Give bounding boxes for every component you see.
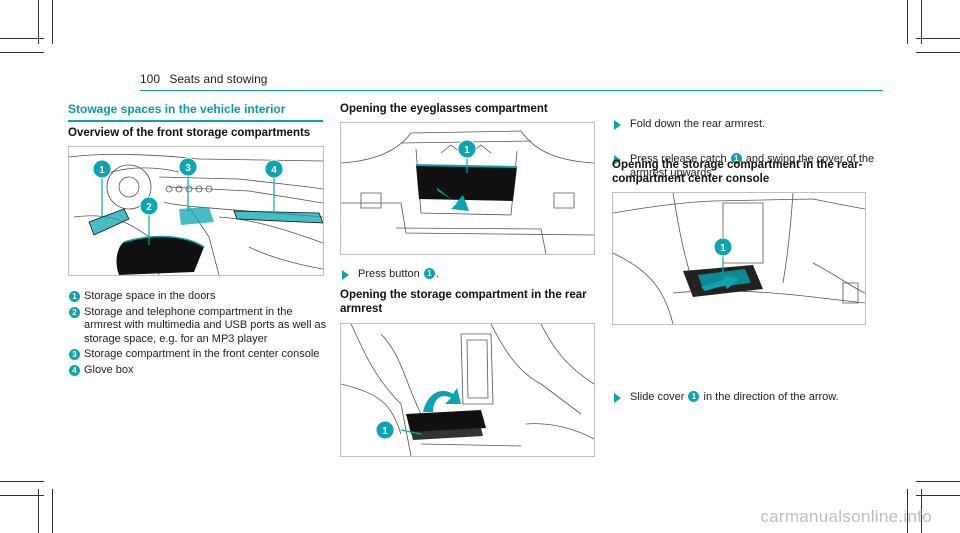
header-rule	[140, 90, 883, 91]
step-arrow-icon	[614, 119, 621, 130]
crop-mark	[52, 489, 53, 533]
step-number: 1	[730, 153, 742, 164]
callout-1: 1	[464, 145, 470, 156]
step-fold-down: Fold down the rear armrest.	[612, 118, 890, 132]
crop-mark	[907, 0, 908, 44]
page-number: 100	[140, 72, 161, 86]
callout-1: 1	[382, 426, 388, 437]
eyeglasses-heading: Opening the eyeglasses compartment	[340, 103, 548, 115]
crop-mark	[38, 0, 39, 44]
step-slide-cover: Slide cover 1 in the direction of the ar…	[612, 391, 890, 405]
crop-mark	[0, 52, 44, 53]
item-text: Storage space in the doors	[84, 290, 216, 302]
page-header: 100 Seats and stowing	[140, 72, 267, 86]
callout-2: 2	[146, 202, 152, 213]
watermark: carmanualsonline.info	[760, 507, 932, 526]
step-arrow-icon	[614, 393, 621, 403]
step-text: Press button	[358, 268, 420, 280]
item-number: 3	[69, 349, 80, 360]
step-press-catch: Press release catch 1 and swing the cove…	[612, 153, 888, 180]
step-arrow-icon	[342, 270, 349, 280]
front-interior-figure: 1 2 3 4	[68, 146, 324, 276]
rear-armrest-figure: 1	[340, 323, 595, 457]
callout-4: 4	[271, 165, 277, 176]
legend-list: 1 Storage space in the doors 2 Storage a…	[68, 290, 330, 379]
crop-mark	[916, 495, 960, 496]
item-number: 1	[69, 291, 80, 302]
crop-mark	[916, 52, 960, 53]
crop-mark	[0, 481, 44, 482]
center-console-figure: 1	[612, 192, 866, 325]
crop-mark	[0, 495, 44, 496]
list-item: 1 Storage space in the doors	[68, 290, 330, 304]
step-text: Press release catch	[630, 153, 727, 165]
crop-mark	[916, 481, 960, 482]
list-item: 3 Storage compartment in the front cente…	[68, 348, 330, 362]
item-text: Storage compartment in the front center …	[84, 348, 320, 360]
item-text: Storage and telephone compartment in the…	[84, 305, 327, 345]
section-name: Seats and stowing	[169, 72, 268, 86]
rear-armrest-heading: Opening the storage compartment in the r…	[340, 289, 587, 315]
item-text: Glove box	[84, 363, 134, 376]
item-number: 2	[69, 306, 80, 318]
crop-mark	[921, 489, 922, 533]
callout-3: 3	[185, 163, 191, 174]
step-arrow-icon	[614, 155, 621, 165]
list-item: 4 Glove box	[68, 364, 330, 378]
callout-1: 1	[720, 243, 726, 254]
item-number: 4	[69, 364, 80, 376]
list-item: 2 Storage and telephone compartment in t…	[68, 306, 330, 347]
step-number: 1	[688, 391, 700, 402]
center-console-heading: Opening the storage compartment in the r…	[612, 159, 863, 185]
section-title: Stowage spaces in the vehicle interior	[68, 102, 286, 116]
callout-1: 1	[99, 165, 105, 176]
section-title-rule	[68, 120, 323, 122]
step-text: Slide cover	[630, 391, 685, 403]
crop-mark	[38, 489, 39, 533]
crop-mark	[921, 0, 922, 44]
overview-heading: Overview of the front storage compartmen…	[68, 127, 311, 139]
step-number: 1	[423, 268, 435, 279]
step-press-button: Press button 1.	[340, 268, 608, 282]
crop-mark	[916, 38, 960, 39]
step-text: and swing the cover of the armrest upwar…	[630, 153, 875, 179]
crop-mark	[907, 489, 908, 533]
step-text: in the direction of the arrow.	[703, 391, 839, 403]
crop-mark	[0, 38, 44, 39]
step-end: .	[435, 268, 439, 280]
crop-mark	[52, 0, 53, 44]
step-text: Fold down the rear armrest.	[630, 117, 766, 130]
eyeglasses-figure: 1	[340, 122, 595, 255]
